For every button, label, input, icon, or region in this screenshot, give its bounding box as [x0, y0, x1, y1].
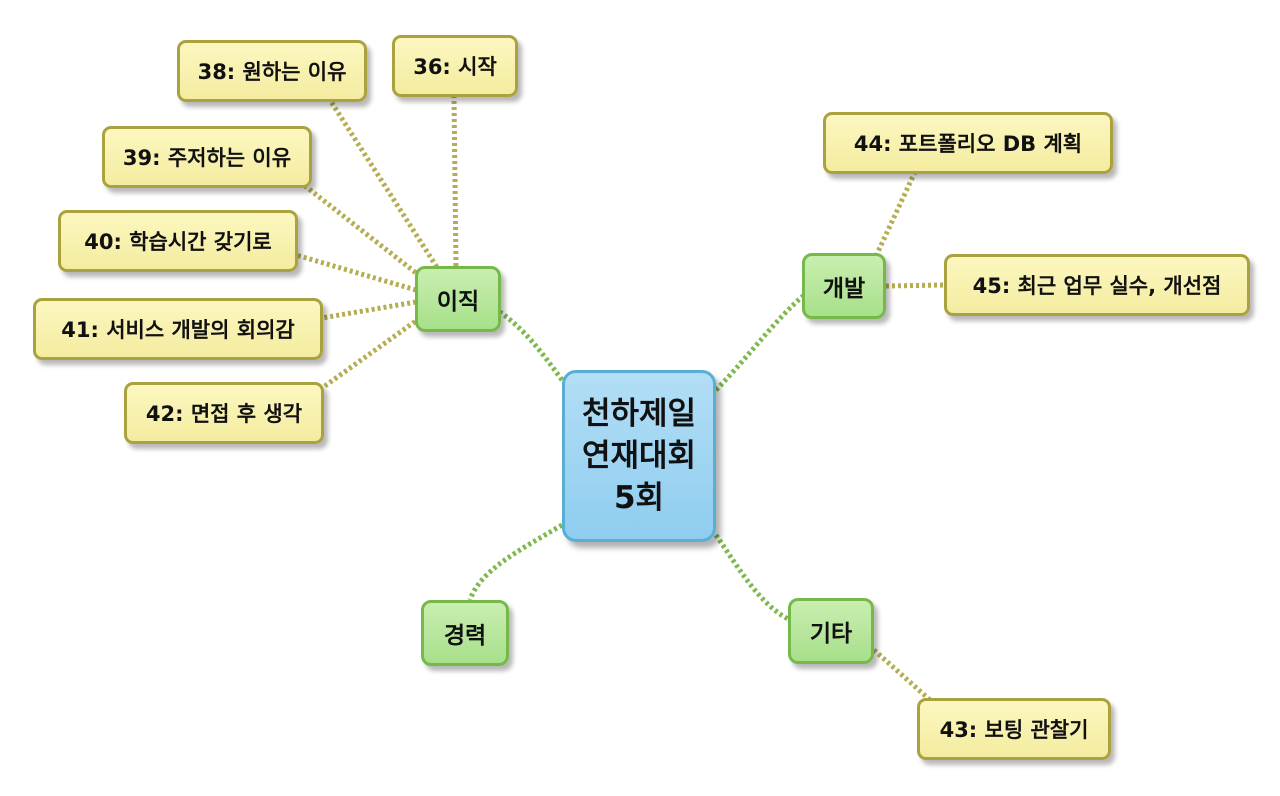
- branch-node-gyeongryeok[interactable]: 경력: [421, 600, 509, 666]
- topic-label-39: 39: 주저하는 이유: [122, 146, 292, 170]
- connector-root-gaebal: [714, 294, 805, 392]
- topic-node-42[interactable]: 42: 면접 후 생각: [124, 382, 324, 444]
- connector-root-gyeongryeok: [467, 522, 564, 601]
- topic-label-41: 41: 서비스 개발의 회의감: [61, 318, 295, 342]
- central-topic-line-1: 천하제일: [581, 396, 697, 432]
- branch-label-gita: 기타: [809, 621, 853, 647]
- topic-label-44: 44: 포트폴리오 DB 계획: [853, 132, 1083, 156]
- connector-root-gita: [713, 533, 792, 623]
- connector-ijik-36: [451, 96, 459, 267]
- connector-gaebal-45: [885, 282, 946, 289]
- central-topic-node[interactable]: 천하제일 연재대회 5회: [562, 370, 716, 542]
- connector-gaebal-44: [873, 170, 918, 258]
- topic-node-38[interactable]: 38: 원하는 이유: [177, 40, 367, 102]
- connector-gita-43: [872, 648, 932, 702]
- central-topic-line-3: 5회: [613, 480, 665, 516]
- branch-node-gita[interactable]: 기타: [788, 598, 874, 664]
- branch-label-gaebal: 개발: [822, 276, 866, 302]
- topic-node-36[interactable]: 36: 시작: [392, 35, 518, 97]
- topic-label-45: 45: 최근 업무 실수, 개선점: [972, 274, 1222, 298]
- topic-node-44[interactable]: 44: 포트폴리오 DB 계획: [823, 112, 1113, 174]
- connector-ijik-39: [298, 180, 427, 282]
- topic-label-43: 43: 보팅 관찰기: [939, 718, 1089, 742]
- topic-node-40[interactable]: 40: 학습시간 갖기로: [58, 210, 298, 272]
- branch-label-gyeongryeok: 경력: [443, 623, 487, 649]
- topic-node-39[interactable]: 39: 주저하는 이유: [102, 126, 312, 188]
- topic-node-43[interactable]: 43: 보팅 관찰기: [917, 698, 1111, 760]
- central-topic-line-2: 연재대회: [581, 438, 697, 474]
- topic-node-41[interactable]: 41: 서비스 개발의 회의감: [33, 298, 323, 360]
- topic-label-38: 38: 원하는 이유: [197, 60, 347, 84]
- connector-ijik-42: [320, 315, 422, 391]
- connector-ijik-41: [321, 299, 417, 321]
- branch-label-ijik: 이직: [436, 289, 480, 315]
- topic-label-36: 36: 시작: [413, 55, 497, 79]
- branch-node-ijik[interactable]: 이직: [415, 266, 501, 332]
- topic-label-42: 42: 면접 후 생각: [145, 402, 303, 426]
- connector-ijik-40: [295, 252, 417, 293]
- topic-label-40: 40: 학습시간 갖기로: [84, 230, 272, 254]
- branch-node-gaebal[interactable]: 개발: [802, 253, 886, 319]
- connector-root-ijik: [498, 309, 565, 382]
- connector-ijik-38: [327, 98, 443, 274]
- topic-node-45[interactable]: 45: 최근 업무 실수, 개선점: [944, 254, 1250, 316]
